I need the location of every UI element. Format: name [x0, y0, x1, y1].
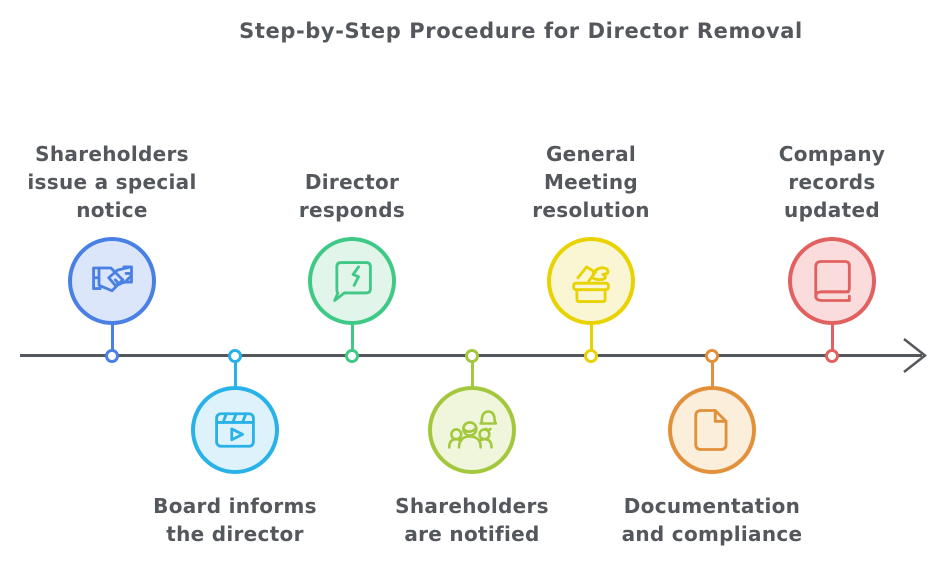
- timeline-stem: [710, 361, 714, 388]
- arrowhead-icon: [903, 338, 928, 373]
- step-label: Shareholders issue a special notice: [0, 140, 232, 224]
- timeline-dot: [584, 349, 598, 363]
- timeline-stem: [110, 323, 114, 350]
- step-board-informs-director: Board informs the director: [115, 0, 355, 568]
- step-label-line: Shareholders: [395, 494, 549, 518]
- step-label-line: Documentation: [623, 494, 801, 518]
- step-shareholders-special-notice: Shareholders issue a special notice: [0, 0, 232, 568]
- step-documentation-compliance: Documentation and compliance: [592, 0, 832, 568]
- step-director-responds: Director responds: [232, 0, 472, 568]
- step-label-line: are notified: [404, 522, 540, 546]
- step-label: Director responds: [232, 168, 472, 224]
- step-icon-circle: [68, 237, 156, 325]
- step-label: Documentation and compliance: [592, 492, 832, 548]
- step-label-line: Board informs: [153, 494, 317, 518]
- step-label: Company records updated: [712, 140, 939, 224]
- people-bell-icon: [447, 410, 498, 449]
- step-label-line: Meeting: [543, 170, 639, 194]
- step-label-line: the director: [166, 522, 304, 546]
- timeline-dot: [825, 349, 839, 363]
- step-label-line: resolution: [532, 198, 650, 222]
- step-label-line: and compliance: [621, 522, 803, 546]
- book-icon: [814, 260, 851, 302]
- timeline-stem: [589, 323, 593, 350]
- step-label: Board informs the director: [115, 492, 355, 548]
- timeline-stem: [350, 323, 354, 350]
- step-label-line: issue a special: [27, 170, 197, 194]
- document-icon: [694, 409, 728, 451]
- step-icon-circle: [191, 386, 279, 474]
- step-icon-circle: [547, 237, 635, 325]
- step-general-meeting-resolution: General Meeting resolution: [471, 0, 711, 568]
- step-icon-circle: [668, 386, 756, 474]
- step-shareholders-notified: Shareholders are notified: [352, 0, 592, 568]
- step-label-line: responds: [298, 198, 406, 222]
- timeline-stem: [470, 361, 474, 388]
- timeline-stem: [233, 361, 237, 388]
- step-label-line: Director: [304, 170, 400, 194]
- step-icon-circle: [308, 237, 396, 325]
- step-label-line: General: [545, 142, 637, 166]
- ballot-box-icon: [572, 265, 610, 303]
- step-label: General Meeting resolution: [471, 140, 711, 224]
- step-label-line: records: [788, 170, 876, 194]
- step-label-line: Company: [778, 142, 886, 166]
- timeline-dot: [465, 349, 479, 363]
- step-label: Shareholders are notified: [352, 492, 592, 548]
- step-company-records-updated: Company records updated: [712, 0, 939, 568]
- handshake-icon: [92, 265, 133, 293]
- timeline-dot: [345, 349, 359, 363]
- timeline-dot: [705, 349, 719, 363]
- timeline-dot: [105, 349, 119, 363]
- timeline-dot: [228, 349, 242, 363]
- step-label-line: updated: [784, 198, 880, 222]
- speech-bubble-icon: [333, 261, 372, 302]
- step-label-line: Shareholders: [35, 142, 189, 166]
- video-player-icon: [215, 412, 255, 448]
- timeline-stem: [830, 323, 834, 350]
- step-icon-circle: [428, 386, 516, 474]
- step-icon-circle: [788, 237, 876, 325]
- step-label-line: notice: [76, 198, 148, 222]
- diagram-title: Step-by-Step Procedure for Director Remo…: [239, 19, 803, 43]
